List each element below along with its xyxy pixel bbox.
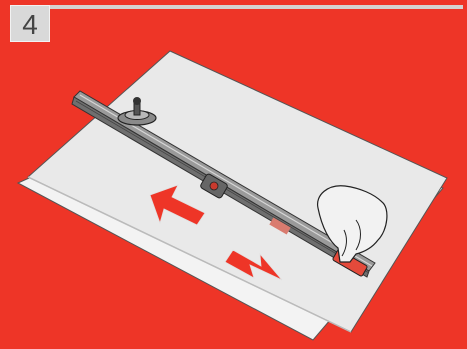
cutting-illustration xyxy=(0,0,467,349)
